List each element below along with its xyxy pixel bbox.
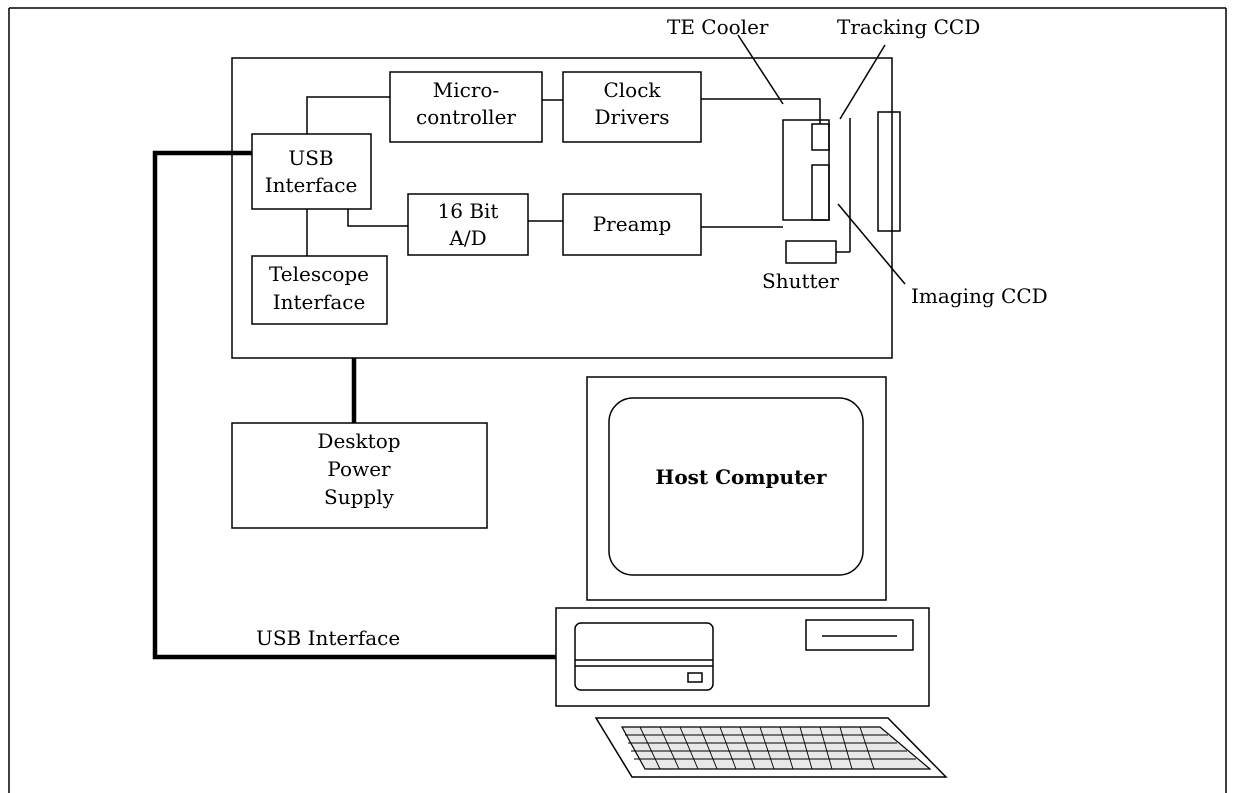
- usb-cable: [152, 150, 556, 660]
- tracking-ccd-label: Tracking CCD: [837, 15, 980, 39]
- thick-cables: [152, 150, 556, 660]
- shutter-label: Shutter: [762, 269, 839, 293]
- tracking-ccd-chip: [811, 123, 830, 151]
- shutter-body: [785, 240, 837, 264]
- host-monitor: [586, 376, 887, 601]
- callout-leaders: [737, 34, 906, 285]
- drive-indicator: [687, 672, 703, 683]
- imaging-ccd-leader: [837, 203, 906, 285]
- keyboard-keys: [620, 726, 932, 770]
- imaging-ccd-label: Imaging CCD: [911, 284, 1048, 308]
- usb-to-ad-line: [347, 209, 408, 227]
- clock-to-ccd-line: [701, 98, 821, 124]
- usb-interface-label-1: USB: [288, 146, 333, 170]
- imaging-ccd-chip: [811, 164, 830, 221]
- usb-to-microcontroller-line: [306, 96, 390, 134]
- microcontroller-label-2: controller: [416, 105, 516, 129]
- optics-element: [877, 111, 901, 232]
- clock-drivers-block: Clock Drivers: [562, 71, 702, 143]
- clock-drivers-label-1: Clock: [603, 78, 661, 102]
- te-cooler-housing: [782, 119, 830, 221]
- keyboard-key-grid: [625, 726, 916, 770]
- tracking-ccd-leader: [839, 44, 886, 120]
- host-computer-label: Host Computer: [655, 465, 827, 489]
- power-supply-block: Desktop Power Supply: [231, 422, 488, 529]
- ad-converter-label-1: 16 Bit: [438, 199, 499, 223]
- usb-interface-block: USB Interface: [251, 133, 372, 210]
- power-supply-label-3: Supply: [324, 485, 395, 509]
- power-supply-label-1: Desktop: [317, 429, 400, 453]
- preamp-block: Preamp: [562, 193, 702, 256]
- power-supply-label-2: Power: [327, 457, 391, 481]
- te-cooler-label: TE Cooler: [667, 15, 769, 39]
- computer-base-unit: [555, 607, 930, 707]
- disk-bay: [805, 619, 914, 651]
- usb-interface-label-2: Interface: [265, 173, 358, 197]
- keyboard: [594, 717, 948, 778]
- te-cooler-leader: [737, 34, 784, 105]
- telescope-interface-label-2: Interface: [273, 290, 366, 314]
- floppy-drive: [574, 622, 714, 691]
- monitor-screen: [608, 397, 864, 576]
- ad-converter-block: 16 Bit A/D: [407, 193, 529, 256]
- telescope-interface-block: Telescope Interface: [251, 255, 388, 325]
- monitor-frame: [586, 376, 887, 601]
- microcontroller-label-1: Micro-: [433, 78, 499, 102]
- internal-connections: [306, 96, 821, 256]
- usb-cable-label: USB Interface: [256, 626, 400, 650]
- clock-drivers-label-2: Drivers: [595, 105, 670, 129]
- ccd-assembly: [782, 111, 901, 264]
- microcontroller-block: Micro- controller: [389, 71, 543, 143]
- keyboard-outline: [594, 717, 948, 778]
- camera-enclosure: [231, 57, 893, 359]
- preamp-label: Preamp: [593, 212, 672, 236]
- ad-converter-label-2: A/D: [448, 226, 486, 250]
- base-unit-case: [555, 607, 930, 707]
- telescope-interface-label-1: Telescope: [269, 262, 369, 286]
